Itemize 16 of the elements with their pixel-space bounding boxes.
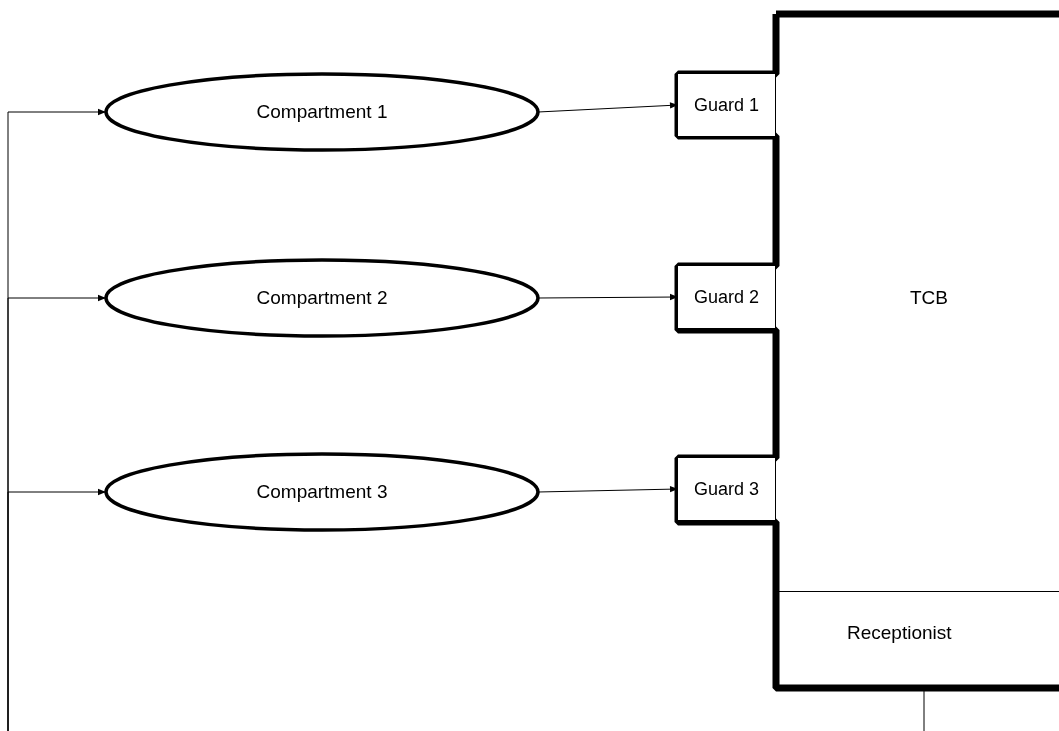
- compartment-ellipse: [106, 74, 538, 150]
- tcb-label: TCB: [910, 287, 948, 309]
- compartment-ellipse: [106, 260, 538, 336]
- guard-label: Guard 2: [693, 286, 759, 308]
- receptionist-label: Receptionist: [847, 622, 952, 643]
- guard-label: Guard 3: [693, 478, 759, 500]
- guard-box: [678, 458, 776, 520]
- compartment-ellipse: [106, 454, 538, 530]
- guard-label: Guard 1: [693, 94, 759, 116]
- arrow: [7, 488, 107, 731]
- compartment-label: Compartment 3: [256, 481, 388, 503]
- compartment-label: Compartment 1: [256, 101, 388, 123]
- guard-box: [678, 266, 776, 328]
- guard-box: [678, 74, 776, 136]
- tcb-boundary: [674, 10, 1059, 692]
- compartment-label: Compartment 2: [256, 287, 388, 309]
